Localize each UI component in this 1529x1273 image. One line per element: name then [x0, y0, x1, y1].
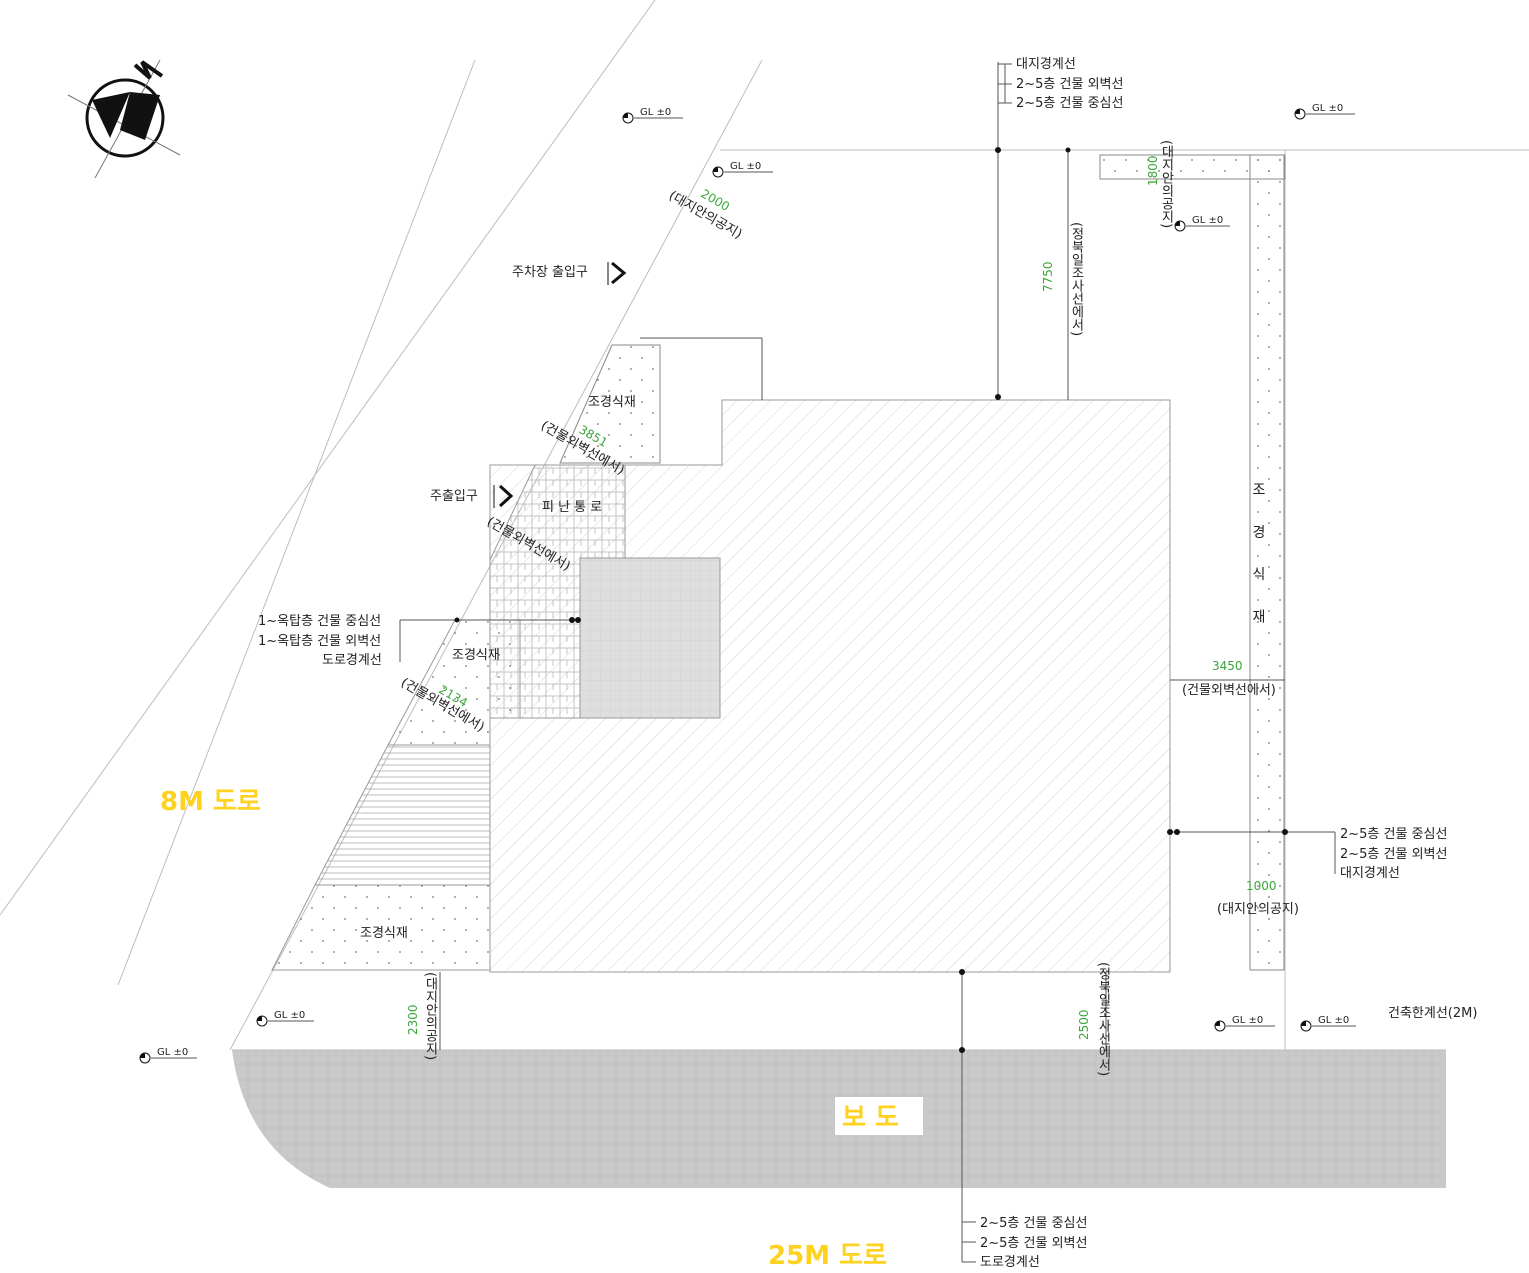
building-footprint: [489, 399, 1171, 973]
landscaping-area-lower: [271, 884, 491, 971]
dim-2500: 2500: [1077, 1009, 1091, 1040]
road-25m-label: 25M 도로: [768, 1241, 887, 1271]
note-sunlight-bottom: (정북일조사선에서): [1096, 962, 1111, 1076]
gl-label-2: GL ±0: [730, 161, 761, 172]
road-8m-label: 8M 도로: [160, 787, 261, 817]
main-entrance-label: 주출입구: [430, 489, 478, 504]
striped-area: [314, 744, 491, 886]
left-callout-1: 1~옥탑층 건물 중심선: [258, 614, 381, 629]
building-limit-label: 건축한계선(2M): [1388, 1006, 1477, 1021]
callout-lines: [399, 62, 1336, 1263]
evacuation-path-label: 피 난 통 로: [542, 500, 602, 515]
right-callout-1: 2~5층 건물 중심선: [1340, 827, 1447, 842]
note-sunlight-top: (정북일조사선에서): [1069, 222, 1084, 336]
landscaping-strip-top: [1099, 154, 1286, 180]
main-entrance-arrow-icon: [498, 484, 514, 508]
top-callout-1: 대지경계선: [1016, 57, 1076, 72]
note-from-wall-right: (건물외벽선에서): [1182, 683, 1276, 698]
bottom-callout-2: 2~5층 건물 외벽선: [980, 1236, 1087, 1251]
road-line-2: [117, 59, 476, 986]
top-callout-3: 2~5층 건물 중심선: [1016, 96, 1123, 111]
dim-1800: 1800: [1146, 155, 1160, 186]
landscaping-strip-right: [1249, 154, 1285, 971]
note-open-space-top-right: (대지안의공지): [1159, 140, 1174, 228]
marker-dots: [454, 147, 1288, 1053]
bottom-callout-1: 2~5층 건물 중심선: [980, 1216, 1087, 1231]
dim-3450: 3450: [1212, 659, 1243, 673]
parking-entrance-label: 주차장 출입구: [512, 265, 588, 280]
right-callout-3: 대지경계선: [1340, 866, 1400, 881]
north-arrow-icon: [67, 59, 181, 179]
dim-1000: 1000: [1246, 879, 1277, 893]
top-callout-2: 2~5층 건물 외벽선: [1016, 77, 1123, 92]
gl-markers: GL ±0 GL ±0 GL ±0 GL ±0 GL ±0 GL ±0 GL ±…: [139, 103, 1356, 1064]
gl-label-4: GL ±0: [1192, 215, 1223, 226]
bottom-callout-3: 도로경계선: [980, 1255, 1040, 1270]
left-callout-2: 1~옥탑층 건물 외벽선: [258, 634, 381, 649]
gl-label-8: GL ±0: [1318, 1015, 1349, 1026]
gl-label-3: GL ±0: [1312, 103, 1343, 114]
left-callout-3: 도로경계선: [322, 653, 382, 668]
dim-7750: 7750: [1041, 261, 1055, 292]
landscaping-label-middle: 조경식재: [452, 648, 500, 663]
landscaping-label-vertical: 조 경 식 재: [1250, 482, 1266, 635]
gl-label-7: GL ±0: [1232, 1015, 1263, 1026]
road-line-1: [0, 0, 656, 916]
gl-label-5: GL ±0: [274, 1010, 305, 1021]
note-open-space-bottom-left: (대지안의공지): [423, 972, 438, 1060]
gl-label-6: GL ±0: [157, 1047, 188, 1058]
right-callout-2: 2~5층 건물 외벽선: [1340, 847, 1447, 862]
landscaping-label-upper: 조경식재: [588, 395, 636, 410]
note-open-space-right: (대지안의공지): [1217, 902, 1299, 917]
landscaping-area-upper: [559, 344, 661, 464]
parking-entrance-arrow-icon: [611, 261, 627, 285]
dim-2300: 2300: [406, 1004, 420, 1035]
landscaping-label-lower: 조경식재: [360, 926, 408, 941]
gray-grid-area: [579, 557, 721, 719]
gl-label-1: GL ±0: [640, 107, 671, 118]
sidewalk-label: 보 도: [842, 1103, 899, 1133]
